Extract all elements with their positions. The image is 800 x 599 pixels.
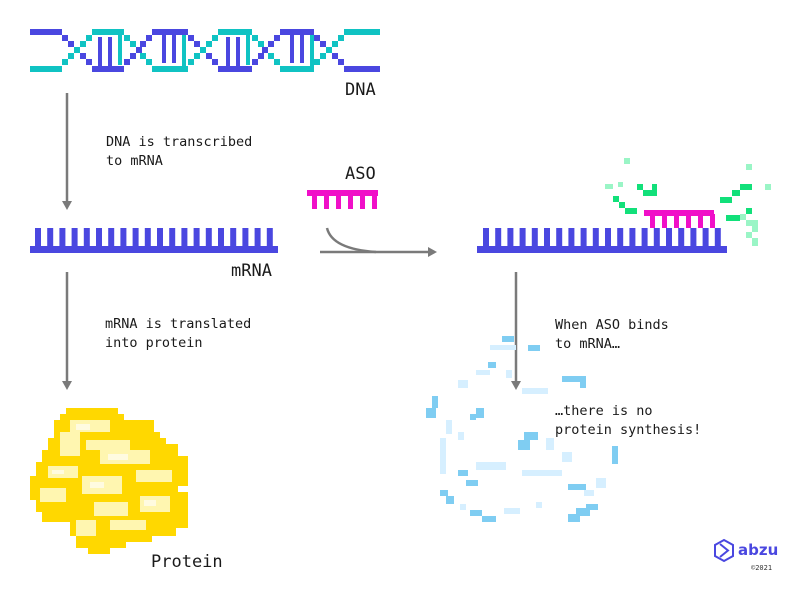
binds-caption: When ASO binds to mRNA… <box>555 317 669 352</box>
brand-name: abzu <box>738 541 779 559</box>
protein-label: Protein <box>151 552 223 572</box>
mrna-label: mRNA <box>231 261 272 281</box>
protein-graphic <box>30 408 188 554</box>
transcribed-caption: DNA is transcribed to mRNA <box>106 134 253 169</box>
aso-graphic <box>307 190 378 209</box>
translated-caption: mRNA is translated into protein <box>105 316 252 351</box>
arrow-dna-to-mrna <box>62 93 72 210</box>
abzu-logo-icon <box>714 538 734 563</box>
bound-aso-graphic <box>644 210 715 228</box>
arrow-aso-binding <box>320 227 437 257</box>
brand-year: ©2021 <box>751 564 773 572</box>
arrow-bound-to-no-protein <box>511 272 521 390</box>
arrow-mrna-to-protein <box>62 272 72 390</box>
degraded-fragments-graphic <box>605 158 771 246</box>
dna-helix-graphic <box>30 29 380 72</box>
dna-label: DNA <box>345 80 376 100</box>
no-synthesis-caption: …there is no protein synthesis! <box>555 403 702 438</box>
mrna-strand-graphic <box>30 228 278 253</box>
mrna-bound-graphic <box>477 210 727 253</box>
no-protein-graphic <box>426 336 618 522</box>
aso-label: ASO <box>345 164 376 184</box>
